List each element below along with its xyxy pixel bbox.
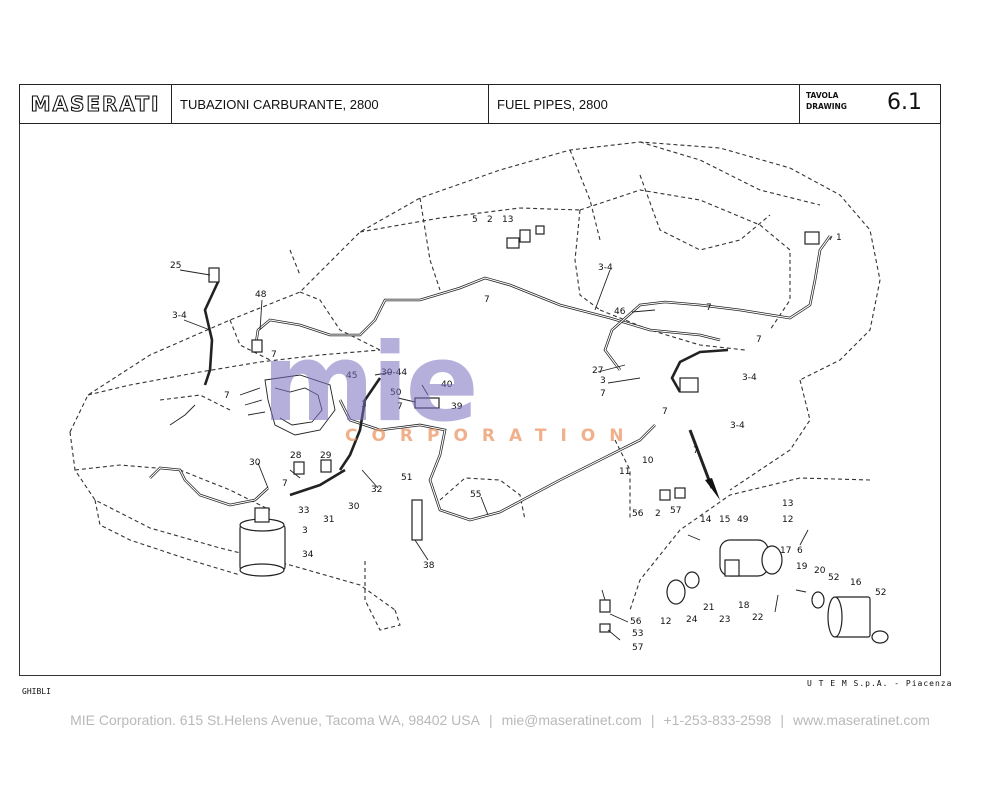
- callout-label: 50: [390, 388, 402, 398]
- callout-label: 21: [703, 603, 714, 613]
- callout-label: 13: [782, 499, 793, 509]
- callout-label: 57: [670, 506, 681, 516]
- callout-label: 19: [796, 562, 808, 572]
- title-italian: TUBAZIONI CARBURANTE, 2800: [172, 85, 489, 123]
- fittings: [208, 225, 820, 633]
- title-block: MASERATI TUBAZIONI CARBURANTE, 2800 FUEL…: [19, 84, 941, 124]
- callout-label: 17: [780, 546, 791, 556]
- callout-label: 55: [470, 490, 481, 500]
- callout-label: 7: [706, 303, 712, 313]
- callout-label: 7: [271, 350, 277, 360]
- fuel-pump-detail: [629, 429, 889, 644]
- callout-label: 25: [170, 261, 181, 271]
- charcoal-canister: [239, 507, 286, 577]
- callout-label: 16: [850, 578, 862, 588]
- callout-label: 3-4: [172, 311, 187, 321]
- callout-label: 52: [875, 588, 886, 598]
- callout-label: 7: [484, 295, 490, 305]
- callout-label: 7: [397, 402, 403, 412]
- callout-label: 7: [282, 479, 288, 489]
- callout-label: 2: [655, 509, 661, 519]
- fuel-pipe-network: [149, 235, 832, 522]
- brand-logo-text: MASERATI: [30, 91, 161, 116]
- callout-label: 6: [797, 546, 803, 556]
- callout-label: 45: [346, 371, 357, 381]
- model-name: GHIBLI: [22, 687, 51, 696]
- footer-website-link[interactable]: www.maseratinet.com: [792, 712, 930, 728]
- callout-label: 14: [700, 515, 712, 525]
- callout-label: 7: [224, 391, 230, 401]
- callout-label: 31: [323, 515, 334, 525]
- callout-label: 23: [719, 615, 730, 625]
- leader-lines: [179, 235, 833, 641]
- footer-contact-bar: MIE Corporation. 615 St.Helens Avenue, T…: [0, 712, 1000, 728]
- engine-block: [239, 374, 336, 436]
- footer-address: MIE Corporation. 615 St.Helens Avenue, T…: [70, 712, 480, 728]
- callout-label: 3-4: [730, 421, 745, 431]
- callout-label: 38: [423, 561, 435, 571]
- callout-label: 20: [814, 566, 826, 576]
- callout-label: 15: [719, 515, 730, 525]
- callout-label: 49: [737, 515, 749, 525]
- footer-email-link[interactable]: mie@maseratinet.com: [501, 712, 642, 728]
- part-callouts: 1 5 2 13 25 48 3-4 3-4 3-4 3-4 7 7 7 7 7…: [170, 215, 886, 653]
- callout-label: 18: [738, 601, 750, 611]
- footer-separator: |: [650, 712, 655, 728]
- callout-label: 3-4: [742, 373, 757, 383]
- tavola-label: TAVOLA: [806, 91, 839, 100]
- callout-label: 7: [662, 407, 668, 417]
- drawing-number: 6.1: [887, 90, 922, 115]
- callout-label: 10: [642, 456, 654, 466]
- footer-phone[interactable]: +1-253-833-2598: [663, 712, 772, 728]
- callout-label: 27: [592, 366, 603, 376]
- callout-label: 7: [756, 335, 762, 345]
- callout-label: 5: [472, 215, 478, 225]
- callout-label: 13: [502, 215, 513, 225]
- callout-label: 28: [290, 451, 302, 461]
- callout-label: 3-4: [598, 263, 613, 273]
- callout-label: 57: [632, 643, 643, 653]
- footer-separator: |: [780, 712, 784, 728]
- callout-label: 32: [371, 485, 382, 495]
- callout-label: 29: [320, 451, 332, 461]
- title-english: FUEL PIPES, 2800: [489, 85, 800, 123]
- callout-label: 7: [693, 446, 699, 456]
- drawing-number-labels: TAVOLA DRAWING: [806, 90, 847, 112]
- callout-label: 46: [614, 307, 626, 317]
- callout-label: 12: [782, 515, 793, 525]
- callout-label: 7: [600, 389, 606, 399]
- callout-label: 40: [441, 380, 453, 390]
- footer-separator: |: [488, 712, 493, 728]
- callout-label: 56: [630, 617, 642, 627]
- callout-label: 12: [660, 617, 671, 627]
- callout-label: 39: [451, 402, 463, 412]
- brand-logo: MASERATI: [20, 85, 172, 123]
- callout-label: 30: [348, 502, 360, 512]
- callout-label: 48: [255, 290, 267, 300]
- callout-label: 53: [632, 629, 643, 639]
- car-body-outline: [69, 141, 881, 631]
- callout-label: 22: [752, 613, 763, 623]
- manufacturer-credit: U T E M S.p.A. - Piacenza: [807, 679, 953, 688]
- callout-label: 3: [600, 376, 606, 386]
- callout-label: 33: [298, 506, 309, 516]
- callout-label: 52: [828, 573, 839, 583]
- callout-label: 34: [302, 550, 314, 560]
- callout-label: 30-44: [381, 368, 407, 378]
- callout-label: 11: [619, 467, 630, 477]
- callout-label: 24: [686, 615, 698, 625]
- callout-label: 56: [632, 509, 644, 519]
- callout-label: 3: [361, 400, 367, 410]
- callout-label: 3: [302, 526, 308, 536]
- callout-label: 1: [836, 233, 842, 243]
- watermark-logo: mie: [262, 321, 479, 446]
- callout-label: 51: [401, 473, 412, 483]
- callout-label: 30: [249, 458, 261, 468]
- callout-label: 2: [487, 215, 493, 225]
- drawing-number-box: TAVOLA DRAWING 6.1: [800, 85, 940, 123]
- watermark-corporation: CORPORATION: [345, 426, 638, 446]
- drawing-label: DRAWING: [806, 102, 847, 111]
